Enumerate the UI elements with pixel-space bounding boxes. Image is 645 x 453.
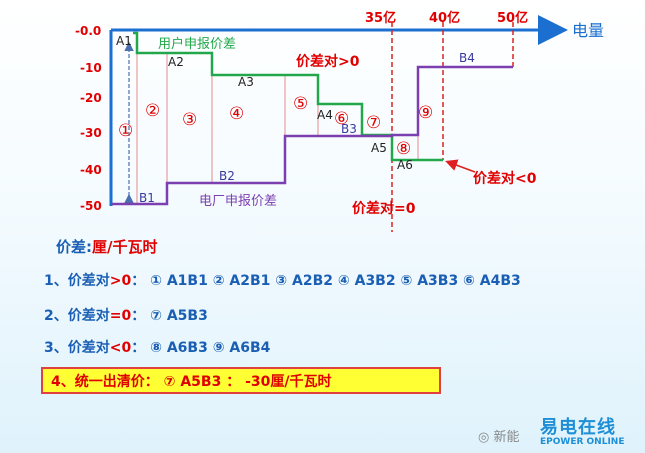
point-a4: A4 bbox=[317, 108, 333, 122]
diff-negative-label: 价差对<0 bbox=[473, 170, 537, 187]
y-tick-30: -30 bbox=[80, 126, 102, 140]
result-line-1: 1、价差对>0： ① A1B1 ② A2B1 ③ A2B2 ④ A3B2 ⑤ A… bbox=[44, 273, 521, 289]
marker-40: 40亿 bbox=[429, 10, 460, 26]
y-tick-40: -40 bbox=[80, 163, 102, 177]
point-a5: A5 bbox=[371, 141, 387, 155]
point-b1: B1 bbox=[139, 191, 155, 205]
y-tick-50: -50 bbox=[80, 199, 102, 213]
result-line-2: 2、价差对=0： ⑦ A5B3 bbox=[44, 308, 208, 324]
result-line-3: 3、价差对<0： ⑧ A6B3 ⑨ A6B4 bbox=[44, 340, 271, 356]
epower-logo: 易电在线 EPOWER ONLINE bbox=[540, 417, 625, 447]
point-a1: A1 bbox=[116, 34, 132, 48]
region-5: ⑤ bbox=[293, 94, 308, 114]
marker-35: 35亿 bbox=[365, 10, 396, 26]
point-a2: A2 bbox=[168, 55, 184, 69]
region-6: ⑥ bbox=[334, 109, 349, 129]
region-8: ⑧ bbox=[396, 139, 411, 159]
plant-bid-curve bbox=[111, 65, 513, 206]
user-curve-label: 用户申报价差 bbox=[158, 36, 236, 52]
point-b4: B4 bbox=[459, 51, 475, 65]
region-2: ② bbox=[145, 101, 160, 121]
point-a6: A6 bbox=[397, 158, 413, 172]
point-a3: A3 bbox=[238, 75, 254, 89]
clearing-price-summary: 4、统一出清价： ⑦ A5B3 ： -30厘/千瓦时 bbox=[41, 367, 441, 394]
region-labels: ① ② ③ ④ ⑤ ⑥ ⑦ ⑧ ⑨ bbox=[118, 94, 433, 159]
region-1: ① bbox=[118, 121, 133, 141]
wechat-watermark: ◎ 新能 bbox=[478, 430, 520, 445]
diff-zero-label: 价差对=0 bbox=[352, 200, 416, 217]
diff-positive-label: 价差对>0 bbox=[296, 53, 360, 70]
region-separators bbox=[136, 40, 419, 204]
region-4: ④ bbox=[229, 104, 244, 124]
region-3: ③ bbox=[182, 110, 197, 130]
y-tick-20: -20 bbox=[80, 91, 102, 105]
plant-curve-label: 电厂申报价差 bbox=[199, 194, 277, 209]
marker-50: 50亿 bbox=[497, 10, 528, 26]
y-tick-10: -10 bbox=[80, 61, 102, 75]
price-unit-label: 价差:厘/千瓦时 bbox=[56, 238, 158, 256]
region-7: ⑦ bbox=[366, 113, 381, 133]
point-b3: B3 bbox=[341, 122, 357, 136]
wechat-icon: ◎ bbox=[478, 430, 490, 445]
x-axis-label: 电量 bbox=[572, 21, 604, 40]
y-tick-0: -0.0 bbox=[75, 24, 101, 38]
diff-negative-arrow bbox=[445, 159, 476, 173]
point-b2: B2 bbox=[219, 169, 235, 183]
region-9: ⑨ bbox=[418, 103, 433, 123]
